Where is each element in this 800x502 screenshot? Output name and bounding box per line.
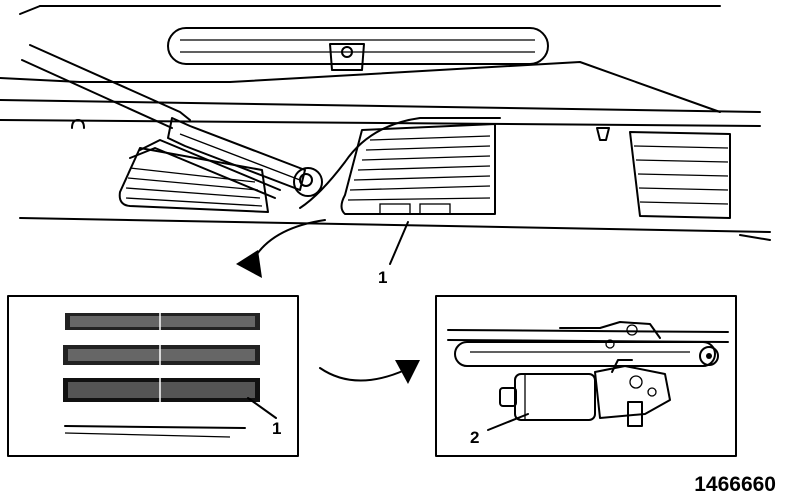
cowl-bottom-edge xyxy=(19,217,771,233)
inset-left-grille-detail: 1 xyxy=(7,295,299,457)
callout-leader-1 xyxy=(389,221,409,265)
wiper-motor xyxy=(499,359,671,427)
grille-slat-1 xyxy=(65,313,260,330)
cowl-front-edge xyxy=(0,99,761,113)
wiper-arm xyxy=(21,44,323,199)
callout-leader-1-inset xyxy=(247,397,277,419)
cowl-upper-edge xyxy=(229,61,721,113)
cowl-front-edge-lower xyxy=(0,119,761,127)
linkage-pivot xyxy=(699,346,719,366)
wiper-pivot-nut xyxy=(293,167,323,197)
left-cowl-grille xyxy=(118,147,269,213)
pivot-housing-outline xyxy=(299,117,501,209)
cowl-left-edge xyxy=(0,77,231,83)
callout-2: 2 xyxy=(470,428,479,447)
cowl-corner xyxy=(739,234,771,241)
callout-1-main: 1 xyxy=(378,268,387,287)
main-view: 1 xyxy=(0,5,771,287)
wiper-linkage-bar xyxy=(454,341,716,367)
center-cowl-grille xyxy=(340,123,496,215)
right-cowl-grille xyxy=(629,131,731,219)
arrow-to-inset-right xyxy=(319,360,420,384)
windshield-trim xyxy=(167,27,549,71)
arrow-to-inset-left xyxy=(236,219,326,278)
figure-number: 1466660 xyxy=(694,473,776,496)
inset-right-motor-detail: 2 xyxy=(435,295,737,457)
callout-1-inset: 1 xyxy=(272,419,281,438)
clip-left xyxy=(71,119,85,129)
callout-leader-2 xyxy=(487,413,529,431)
hood-corner-line xyxy=(19,5,41,15)
grille-slat-3 xyxy=(63,378,260,402)
grille-slat-2 xyxy=(63,345,260,365)
clip-right xyxy=(596,127,610,141)
